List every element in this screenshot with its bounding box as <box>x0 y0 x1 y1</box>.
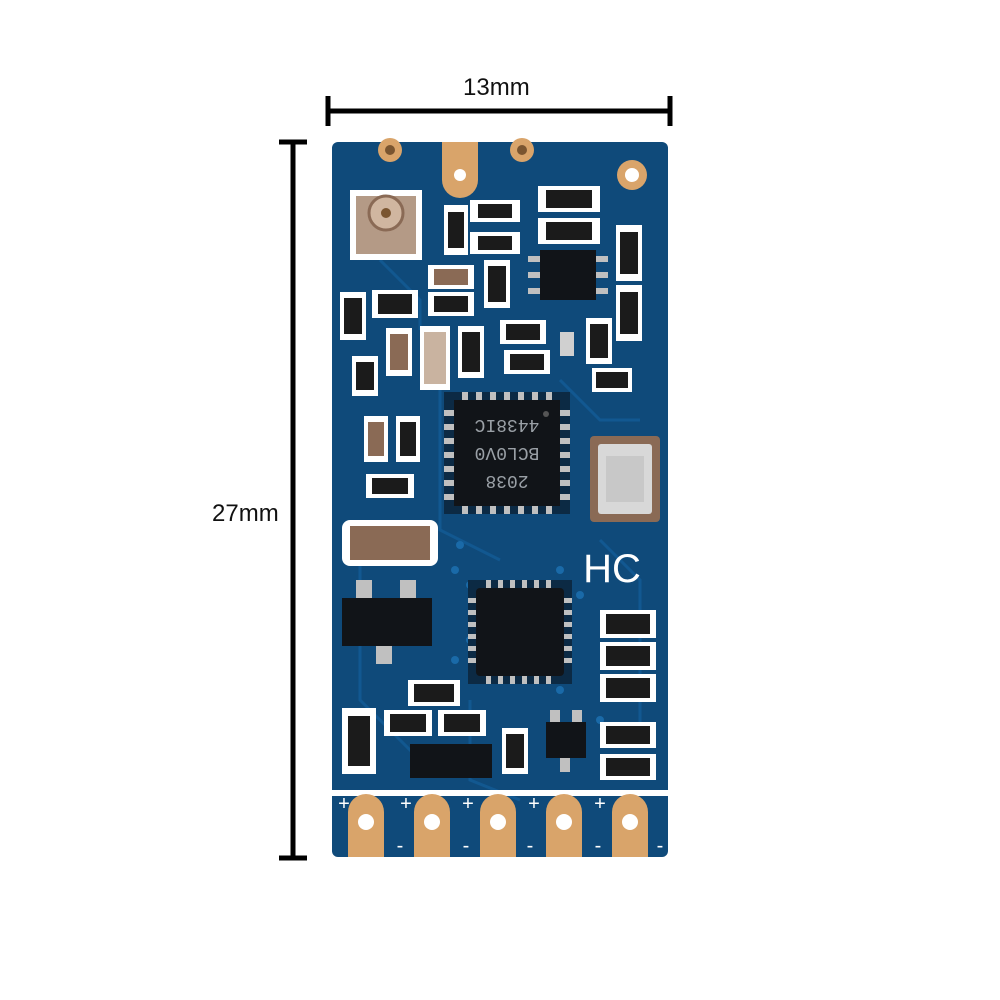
pin-sign-plus-4: + <box>528 793 540 815</box>
antenna-connector-icon <box>350 190 422 260</box>
pin-sign-minus-3: - <box>527 835 534 857</box>
brand-mark: HC <box>583 547 641 591</box>
pin-sign-minus-1: - <box>397 835 404 857</box>
chip-marking-line-3: 4438IC <box>474 414 539 434</box>
pin-sign-plus-1: + <box>338 793 350 815</box>
width-dimension-line <box>325 96 673 126</box>
bottom-pin-row: + + + + + - - - - - <box>332 790 668 857</box>
passive-components <box>340 186 656 780</box>
crystal-oscillator <box>590 436 660 522</box>
pin-sign-minus-5: - <box>657 835 664 857</box>
main-rf-chip: 2038 BCL0V0 4438IC <box>444 392 570 514</box>
chip-marking-line-2: BCL0V0 <box>475 442 540 462</box>
pin-sign-minus-2: - <box>463 835 470 857</box>
mcu-chip <box>468 580 572 684</box>
height-dimension-line <box>279 139 307 861</box>
chip-marking-line-1: 2038 <box>485 470 528 490</box>
pin-sign-minus-4: - <box>595 835 602 857</box>
height-dimension-label: 27mm <box>212 500 279 527</box>
pin-sign-plus-3: + <box>462 793 474 815</box>
width-dimension-label: 13mm <box>463 74 530 101</box>
small-transistors <box>342 250 608 778</box>
pin-sign-plus-5: + <box>594 793 606 815</box>
top-edge-pads <box>378 138 647 198</box>
pin-sign-plus-2: + <box>400 793 412 815</box>
